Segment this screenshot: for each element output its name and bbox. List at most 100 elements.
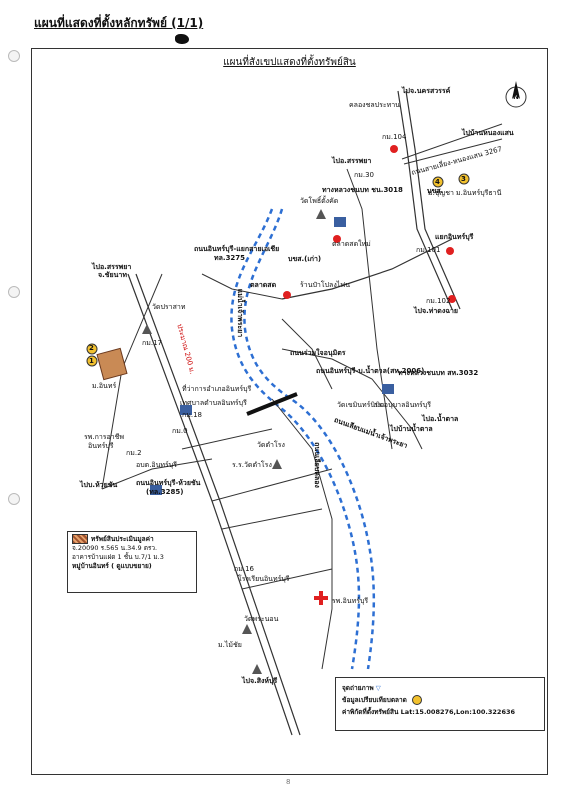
road-bridge <box>246 392 298 416</box>
label-p4: 4 <box>435 178 440 186</box>
label-nakhon-sawan: ไปจ.นครสวรรค์ <box>402 87 451 95</box>
label-school-inburi: อบต.อินทร์บุรี <box>136 461 177 469</box>
label-km102: กม.102 <box>426 297 451 305</box>
label-km16: กม.16 <box>234 565 254 573</box>
label-thl3275: ทล.3275 <box>214 254 246 262</box>
label-khlong-chon: คลองชลประทาน <box>349 101 400 109</box>
road-nong-saen <box>401 123 503 160</box>
property-swatch-icon <box>72 534 88 544</box>
legend-title-row: ทรัพย์สินประเมินมูลค่า <box>72 534 192 544</box>
legend-line-3: หมู่บ้านอินทร์ ( ดูแบบขยาย) <box>72 562 152 570</box>
river-bank-west <box>230 208 361 670</box>
label-shop: ร้านป๋าโปลงไฟน <box>300 281 351 289</box>
plot-marker-3 <box>458 173 470 185</box>
road-3267 <box>403 138 503 165</box>
property-plot <box>96 347 128 381</box>
label-river: แม่น้ำเจ้าพระยา <box>236 288 245 338</box>
label-p3: 3 <box>461 175 466 183</box>
label-bhs: บขส. <box>427 187 444 195</box>
label-road-nam-tan: ถนนอินทร์บุรี-บ.น้ำตาล(สห.2006) <box>316 367 425 375</box>
north-arrow-icon <box>512 81 520 99</box>
label-tha-tum: ไปจ.ท่าดงฉาย <box>414 307 459 315</box>
road-huai-chan <box>101 458 213 490</box>
map-canvas <box>86 81 527 736</box>
label-plot-1: 1 <box>89 357 94 365</box>
plot-marker-4 <box>432 176 444 188</box>
label-m-inburi: ม.อินทร์ <box>92 382 117 390</box>
label-sapphaya-2: จ.ชัยนาท <box>98 271 127 279</box>
page-title: แผนที่แสดงที่ตั้งหลักทรัพย์ (1/1) <box>34 16 204 30</box>
info-compare-label: ข้อมูลเปรียบเทียบตลาด <box>342 696 407 704</box>
info-photo-row: จุดถ่ายภาพ ▽ <box>342 682 538 694</box>
punch-hole <box>8 50 20 62</box>
label-school-ss: รร.อนุบาลอินทร์บุรี <box>374 401 431 409</box>
plot-marker-1 <box>86 355 98 367</box>
label-plot-2: 2 <box>89 344 94 352</box>
map-frame: แผนที่สังเขปแสดงที่ตั้งทรัพย์สิน <box>31 48 548 775</box>
label-km18: กม.18 <box>182 411 202 419</box>
road-3275 <box>201 273 283 300</box>
label-road-huai: ถนนอินทร์บุรี-ห้วยชัน <box>136 479 201 487</box>
map-title: แผนที่สังเขปแสดงที่ตั้งทรัพย์สิน <box>223 57 356 68</box>
label-m-buncha: ม.บุญชา <box>428 189 454 197</box>
punch-hole <box>8 493 20 505</box>
label-bank-1: รพ.การอาชีพ <box>84 433 125 441</box>
road-sapphaya <box>346 168 393 450</box>
label-road-asia: ถนนอินทร์บุรี-แยกสายเอเชีย <box>194 245 280 253</box>
label-sing-buri: ไปจ.สิงห์บุรี <box>242 677 278 685</box>
road-cross <box>281 238 453 300</box>
label-hwy3032: ทางหลวงชนบท สห.3032 <box>398 369 479 377</box>
road-main-west-2 <box>135 273 301 736</box>
road-highway-east-2 <box>405 90 461 310</box>
info-coords: ค่าพิกัดที่ตั้งทรัพย์สิน Lat:15.008276,L… <box>342 708 516 716</box>
label-sapphaya: ไปอ.สรรพยา <box>332 157 372 165</box>
legend-title: ทรัพย์สินประเมินมูลค่า <box>91 535 154 543</box>
label-thl3285: (ทล.3285) <box>146 488 184 496</box>
label-wat-tam-rong: วัดตำโรง <box>257 441 285 449</box>
page-mark: 8 <box>286 778 291 786</box>
label-ruam-jai: ถนนร่วมใจอนุมิตร <box>290 349 346 357</box>
label-wat-phra-non: วัดพระนอน <box>244 615 279 623</box>
label-hospital: รพ.อินทร์บุรี <box>332 597 369 605</box>
road-highway-east <box>397 90 453 310</box>
info-compare-row: ข้อมูลเปรียบเทียบตลาด <box>342 694 538 706</box>
label-wat-prasat: วัดปราสาท <box>152 303 186 311</box>
label-wat-inburi: วัดเขมินทร์นิมิต <box>337 401 385 409</box>
info-box: จุดถ่ายภาพ ▽ ข้อมูลเปรียบเทียบตลาด ค่าพิ… <box>335 677 545 731</box>
label-wat-pho: วัดโพธิ์ตั้งคัด <box>300 197 339 205</box>
building-icon <box>150 217 394 495</box>
label-m-mai-chai: ม.ไม้ชัย <box>218 641 242 649</box>
label-talad-top: ตลาดสดใหม่ <box>332 240 371 248</box>
road-ruam-jai <box>281 318 333 390</box>
label-hwy3018: ทางหลวงชนบท ชน.3018 <box>322 186 403 194</box>
label-m-inburi-thani: ม.อินทร์บุรีธานี <box>456 189 502 197</box>
fuel-icon <box>283 145 456 303</box>
legend-box: ทรัพย์สินประเมินมูลค่า จ.20090 ร.565 น.3… <box>67 531 197 593</box>
label-nam-tan-2: ไปอ.น้ำตาล <box>422 415 459 423</box>
label-km2: กม.2 <box>126 449 142 457</box>
north-label: N <box>513 93 519 101</box>
label-bank-2: อินทร์บุรี <box>88 442 114 450</box>
legend-line-1: จ.20090 ร.565 น.34.9 ตรว. <box>72 544 158 552</box>
label-km104: กม.104 <box>382 133 407 141</box>
label-sapphaya-1: ไปอ.สรรพยา <box>92 263 132 271</box>
punch-hole <box>8 286 20 298</box>
road-lieng-river <box>271 398 333 670</box>
river-bank-east <box>243 208 376 670</box>
label-ban-nam-tan: ไปบ้านน้ำตาล <box>390 425 433 433</box>
label-km30: กม.30 <box>354 171 374 179</box>
legend-line-2: อาคารบ้านแฝด 1 ชั้น บ.7/1 ม.3 <box>72 553 164 561</box>
road-east-west-4 <box>241 568 333 590</box>
label-road-local: ถนนเลียบคลอง <box>312 442 321 488</box>
label-nong-saen: ไปบ้านหนองแสน <box>462 129 514 137</box>
label-bhs-old: บขส.(เก่า) <box>288 255 322 263</box>
label-talad-sod: ตลาดสด <box>250 281 277 289</box>
road-east-west-1 <box>211 468 333 502</box>
hospital-cross-h <box>314 596 328 600</box>
plot-marker-2 <box>86 343 98 355</box>
label-municipal: เทศบาลตำบลอินทร์บุรี <box>180 399 247 407</box>
label-rr-inburi: โรงเรียนอินทร์บุรี <box>238 575 290 583</box>
road-east-west-2 <box>181 428 273 450</box>
ink-mark <box>175 34 189 44</box>
info-photo-label: จุดถ่ายภาพ <box>342 684 374 692</box>
